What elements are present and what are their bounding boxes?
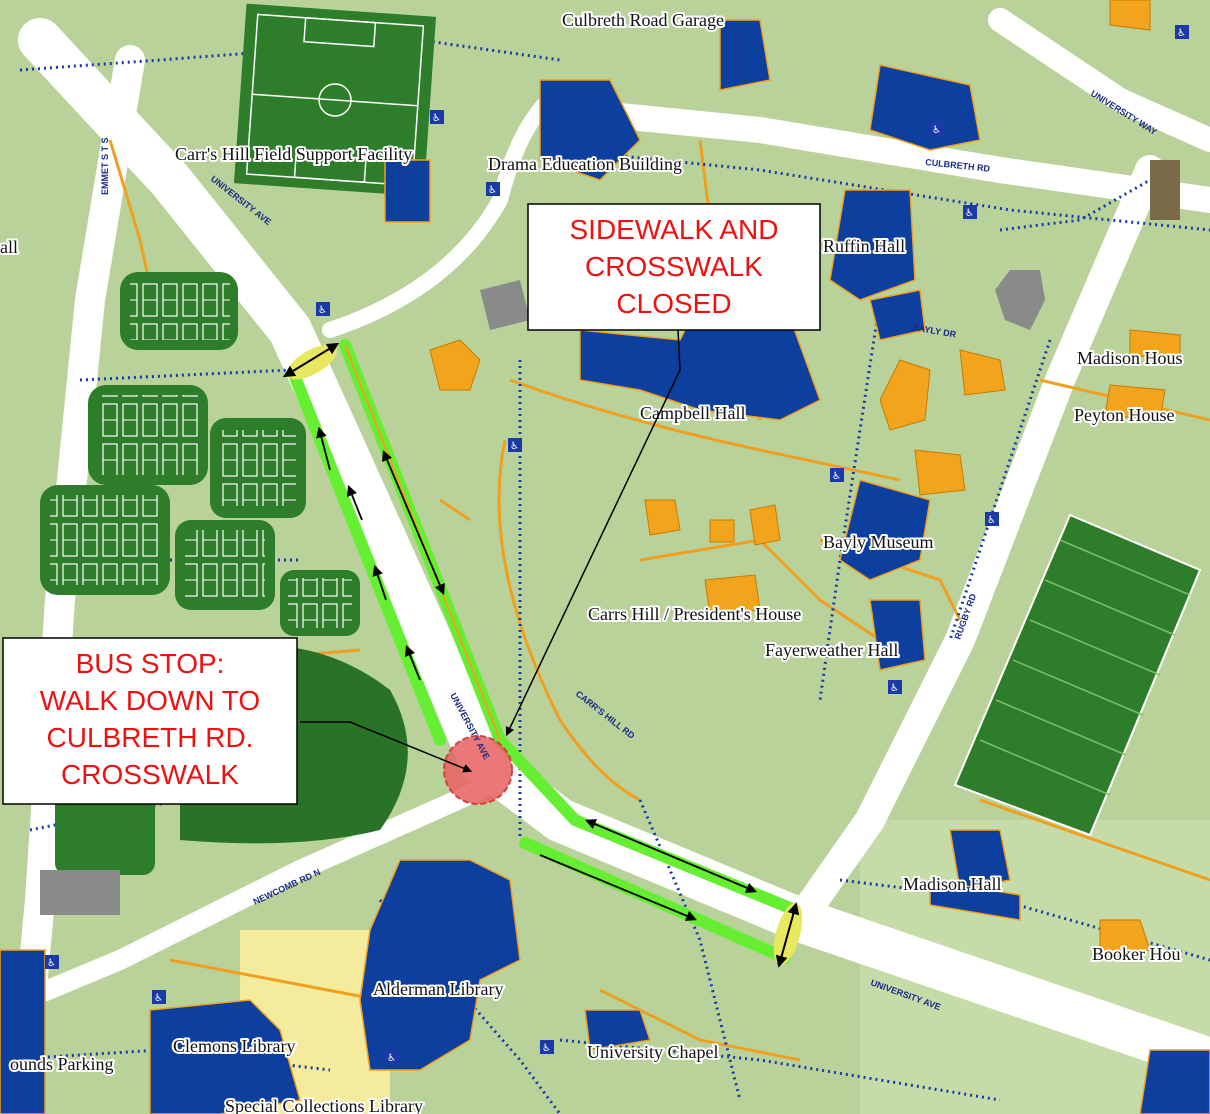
label-bayly-museum: Bayly Museum <box>823 532 934 552</box>
svg-text:♿: ♿ <box>890 683 899 694</box>
svg-text:♿: ♿ <box>932 125 941 136</box>
svg-text:♿: ♿ <box>1177 28 1186 39</box>
road-label-emmet: EMMET S T S <box>100 137 110 195</box>
wheelchair-icon: ♿ <box>985 512 999 526</box>
bus-callout-line-2: WALK DOWN TO <box>40 685 260 716</box>
bus-callout-line-1: BUS STOP: <box>76 648 225 679</box>
place-labels: Culbreth Road Garage Carr's Hill Field S… <box>0 8 1185 1114</box>
label-peyton-house: Peyton House <box>1074 405 1175 425</box>
wheelchair-icon: ♿ <box>1175 25 1189 39</box>
wheelchair-icon: ♿ <box>45 955 59 969</box>
svg-text:♿: ♿ <box>488 185 497 196</box>
sidewalk-callout-line-3: CLOSED <box>616 288 731 319</box>
label-special-collections: Special Collections Library <box>225 1096 423 1114</box>
label-university-chapel: University Chapel <box>587 1042 718 1062</box>
culbreth-rd-road <box>547 97 1210 213</box>
wheelchair-icon: ♿ <box>508 438 522 452</box>
sidewalk-callout-line-1: SIDEWALK AND <box>569 214 778 245</box>
svg-text:♿: ♿ <box>987 515 996 526</box>
svg-text:♿: ♿ <box>510 441 519 452</box>
wheelchair-icon: ♿ <box>316 302 330 316</box>
closed-sidewalk-south <box>519 837 791 964</box>
label-campbell-hall: Campbell Hall <box>640 403 745 423</box>
svg-text:♿: ♿ <box>965 208 974 219</box>
wheelchair-icon: ♿ <box>430 110 444 124</box>
bus-callout-line-4: CROSSWALK <box>61 759 239 790</box>
wheelchair-icon: ♿ <box>540 1040 554 1054</box>
wheelchair-icon: ♿ <box>486 182 500 196</box>
label-fayerweather: Fayerweather Hall <box>765 640 898 660</box>
label-madison-house-top: Madison Hous <box>1077 348 1183 368</box>
wheelchair-icon: ♿ <box>830 468 844 482</box>
label-carrs-hill: Carrs Hill / President's House <box>588 604 801 624</box>
callout-leaders <box>300 329 681 773</box>
crosswalk-markers <box>282 342 803 968</box>
houses <box>429 0 1181 961</box>
sidewalk-closed-callout: SIDEWALK AND CROSSWALK CLOSED <box>527 203 821 331</box>
rugby-rd-road <box>785 155 1165 935</box>
sidewalk-callout-line-2: CROSSWALK <box>585 251 763 282</box>
wheelchair-icon: ♿ <box>385 1050 399 1064</box>
drama-loop-road <box>322 82 568 338</box>
bus-stop-callout: BUS STOP: WALK DOWN TO CULBRETH RD. CROS… <box>2 637 298 805</box>
label-ruffin-hall: Ruffin Hall <box>823 236 905 256</box>
label-grounds-parking: ounds Parking <box>10 1054 114 1074</box>
soccer-field <box>233 3 437 197</box>
label-carrs-hill-field: Carr's Hill Field Support Facility <box>175 144 412 164</box>
bus-callout-line-3: CULBRETH RD. <box>47 722 254 753</box>
svg-text:♿: ♿ <box>832 471 841 482</box>
svg-text:♿: ♿ <box>318 305 327 316</box>
label-clemons-library: Clemons Library <box>173 1036 295 1056</box>
wheelchair-icon: ♿ <box>963 205 977 219</box>
svg-text:♿: ♿ <box>432 113 441 124</box>
university-way-road <box>988 8 1210 152</box>
newcomb-rd-road <box>0 780 490 1020</box>
label-drama-building: Drama Education Building <box>488 154 682 174</box>
gray-buildings <box>40 160 1180 915</box>
label-booker-house: Booker Hou <box>1092 944 1181 964</box>
wheelchair-icon: ♿ <box>930 122 944 136</box>
svg-text:♿: ♿ <box>387 1053 396 1064</box>
svg-text:♿: ♿ <box>47 958 56 969</box>
athletic-field <box>953 513 1202 837</box>
svg-text:♿: ♿ <box>154 993 163 1004</box>
bus-stop-marker <box>443 735 513 805</box>
wheelchair-icon: ♿ <box>152 990 166 1004</box>
label-culbreth-garage: Culbreth Road Garage <box>562 10 724 30</box>
label-madison-hall: Madison Hall <box>903 874 1002 894</box>
accessibility-icons: ♿ ♿ ♿ ♿ ♿ ♿ ♿ ♿ ♿ ♿ ♿ ♿ ♿ ♿ <box>45 25 1189 1064</box>
svg-text:♿: ♿ <box>542 1043 551 1054</box>
label-hall-left: all <box>0 237 18 257</box>
wheelchair-icon: ♿ <box>888 680 902 694</box>
route-arrows <box>316 426 757 921</box>
tennis-courts <box>40 272 360 875</box>
label-alderman-library: Alderman Library <box>373 979 503 999</box>
